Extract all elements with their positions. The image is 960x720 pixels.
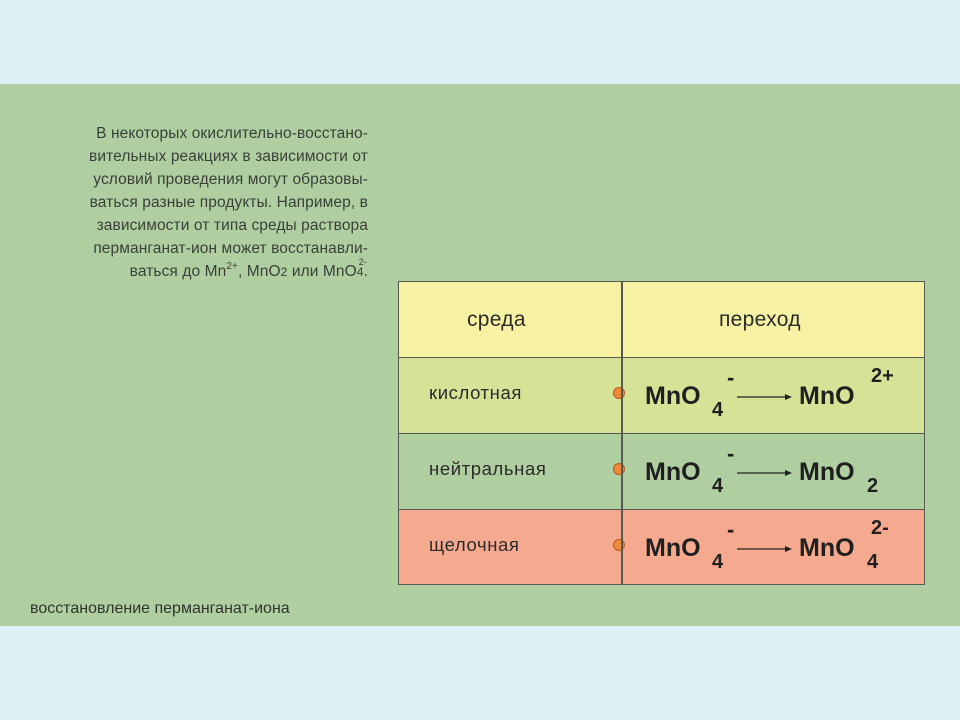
transition-formula: MnO 4- MnO 2	[645, 434, 915, 510]
intro-line: ваться разные продукты. Например, в	[89, 194, 368, 211]
product-formula: MnO	[799, 458, 855, 486]
product-formula: MnO	[799, 534, 855, 562]
mn-charge: 2+	[226, 261, 238, 272]
intro-line: вительных реакциях в зависимости от	[89, 148, 368, 165]
column-divider	[621, 282, 623, 584]
reactant-formula: MnO	[645, 382, 701, 410]
formula-svg: MnO 4- MnO 2+	[645, 365, 894, 421]
reactant-formula: MnO	[645, 534, 701, 562]
product-formula: MnO	[799, 382, 855, 410]
figure-caption: восстановление перманганат-иона	[30, 600, 290, 617]
arrow-right-icon	[785, 546, 792, 552]
intro-line: В некоторых окислительно-восстано-	[96, 125, 368, 142]
intro-text: ваться до Mn	[129, 263, 227, 280]
intro-text: или MnO	[287, 263, 357, 280]
bullet-dot-icon	[613, 539, 625, 551]
product-subscript: 4	[867, 551, 879, 573]
reactant-subscript: 4	[712, 399, 724, 421]
table-header-row: среда переход	[399, 282, 924, 358]
intro-line: перманганат-ион может восстанавли-	[93, 240, 368, 257]
intro-text: .	[363, 263, 368, 280]
formula-svg: MnO 4- MnO 2	[645, 441, 878, 497]
product-subscript: 2	[867, 475, 878, 497]
bullet-dot-icon	[613, 463, 625, 475]
arrow-right-icon	[785, 394, 792, 400]
table-row-neutral: нейтральная MnO 4- MnO 2	[399, 434, 924, 510]
intro-paragraph: В некоторых окислительно-восстано- вител…	[30, 122, 368, 284]
reactant-subscript: 4	[712, 551, 724, 573]
intro-line: условий проведения могут образовы-	[93, 171, 368, 188]
reactant-charge: -	[727, 441, 734, 466]
product-charge: 2+	[871, 365, 894, 387]
reactant-charge: -	[727, 365, 734, 390]
reactant-formula: MnO	[645, 458, 701, 486]
mno4-subscript: 4	[356, 265, 364, 279]
header-environment: среда	[467, 308, 526, 331]
table-row-acidic: кислотная MnO 4- MnO 2+	[399, 358, 924, 434]
mno2-subscript: 2	[280, 265, 288, 279]
environment-label: нейтральная	[429, 458, 547, 479]
product-charge: 2-	[871, 517, 889, 539]
environment-label: кислотная	[429, 382, 522, 403]
arrow-right-icon	[785, 470, 792, 476]
intro-text: , MnO	[237, 263, 281, 280]
bullet-dot-icon	[613, 387, 625, 399]
intro-line: зависимости от типа среды раствора	[96, 217, 368, 234]
transition-formula: MnO 4- MnO 2+	[645, 358, 915, 434]
header-transition: переход	[719, 308, 801, 331]
mno4-charge: 2-	[358, 257, 367, 267]
environment-label: щелочная	[429, 534, 520, 555]
reactant-charge: -	[727, 517, 734, 542]
reactant-subscript: 4	[712, 475, 724, 497]
